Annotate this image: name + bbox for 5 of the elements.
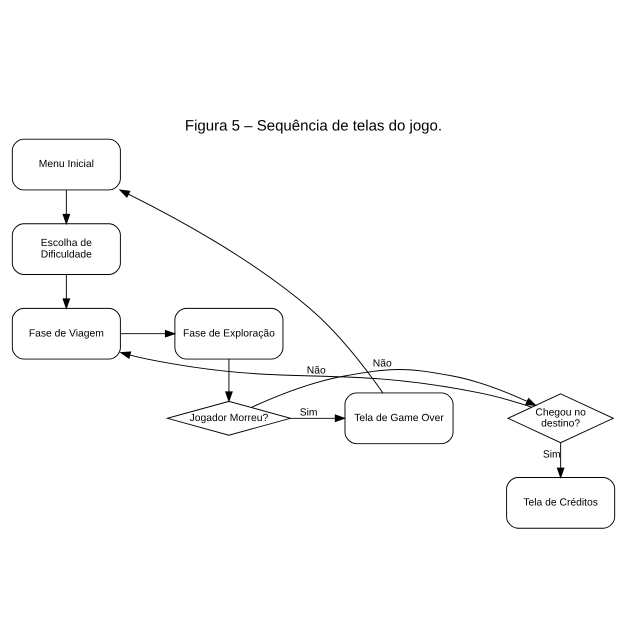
edge-label: Sim bbox=[542, 449, 561, 460]
edge-label: Não bbox=[372, 358, 392, 370]
diagram-title: Figura 5 – Sequência de telas do jogo. bbox=[184, 118, 442, 135]
edge-label: Não bbox=[306, 365, 326, 376]
edge-label: Sim bbox=[300, 407, 318, 418]
